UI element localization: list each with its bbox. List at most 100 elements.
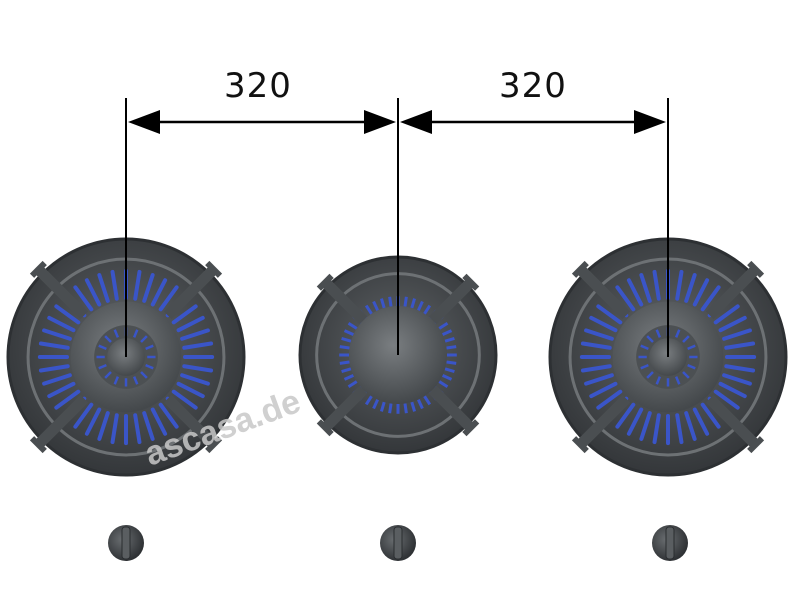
pan-support-arm: [321, 278, 368, 325]
pan-support-arm: [163, 265, 218, 320]
flame: [700, 285, 721, 312]
pan-support-arm: [576, 265, 631, 320]
flame: [339, 360, 350, 365]
flame: [171, 389, 198, 410]
flame: [687, 363, 696, 370]
flame: [388, 403, 393, 414]
flame: [722, 328, 752, 341]
flame: [713, 304, 740, 325]
flame: [722, 373, 752, 386]
flame: [718, 381, 747, 399]
flame: [180, 373, 210, 386]
control-knob-2[interactable]: [380, 525, 416, 561]
pan-support-foot: [205, 436, 223, 454]
knob-grip: [393, 526, 403, 560]
flame: [403, 296, 408, 307]
flame: [640, 363, 649, 370]
flame: [176, 381, 205, 399]
flame: [54, 389, 81, 410]
flame: [38, 341, 70, 350]
flame: [372, 398, 380, 410]
flame: [596, 304, 623, 325]
flame: [341, 336, 352, 343]
pan-support-foot: [462, 419, 480, 437]
pan-support-foot: [747, 260, 765, 278]
flame: [724, 341, 756, 350]
pan-support-foot: [571, 260, 589, 278]
flame: [674, 329, 681, 338]
flame: [132, 376, 139, 385]
flame: [133, 269, 142, 301]
flame: [580, 341, 612, 350]
flame: [713, 389, 740, 410]
pan-support-arm: [705, 394, 760, 449]
pan-support-arm: [428, 385, 475, 432]
pan-support-arm: [34, 394, 89, 449]
flame: [84, 278, 102, 307]
flame: [339, 345, 350, 350]
flame: [42, 328, 72, 341]
arrowhead: [400, 110, 432, 134]
flame: [182, 341, 214, 350]
flame: [423, 395, 432, 406]
flame: [441, 329, 453, 337]
burner-left: [6, 237, 246, 477]
flame: [615, 285, 636, 312]
flame: [98, 363, 107, 370]
pan-support-arm: [163, 394, 218, 449]
flame: [145, 363, 154, 370]
flame: [341, 367, 352, 374]
pan-support-foot: [747, 436, 765, 454]
flame: [73, 402, 94, 429]
pan-support-arm: [321, 385, 368, 432]
flame: [615, 402, 636, 429]
knob-grip: [665, 526, 675, 560]
control-knob-3[interactable]: [652, 525, 688, 561]
flame: [388, 296, 393, 307]
flame: [652, 413, 661, 445]
flame: [580, 364, 612, 373]
flame: [410, 401, 417, 412]
flame: [444, 336, 455, 343]
flame: [379, 401, 386, 412]
flame: [692, 278, 710, 307]
pan-support-foot: [316, 273, 334, 291]
flame: [364, 395, 373, 406]
flame: [684, 273, 697, 303]
flame: [646, 335, 654, 343]
pan-support-foot: [205, 260, 223, 278]
pan-support-foot: [316, 419, 334, 437]
flame: [84, 407, 102, 436]
flame: [73, 285, 94, 312]
flame: [692, 407, 710, 436]
flame: [640, 344, 649, 351]
flame: [584, 373, 614, 386]
flame: [182, 364, 214, 373]
flame: [158, 285, 179, 312]
flame: [646, 371, 654, 379]
pan-support-arm: [428, 278, 475, 325]
flame: [700, 402, 721, 429]
flame: [47, 381, 76, 399]
flame: [379, 298, 386, 309]
knob-grip: [121, 526, 131, 560]
flame: [674, 376, 681, 385]
flame: [104, 371, 112, 379]
flame: [441, 373, 453, 381]
flame: [438, 321, 449, 330]
flame: [655, 329, 662, 338]
flame: [132, 329, 139, 338]
flame: [133, 413, 142, 445]
flame: [150, 407, 168, 436]
flame: [176, 315, 205, 333]
arrowhead: [364, 110, 396, 134]
pan-support-foot: [571, 436, 589, 454]
flame: [110, 269, 119, 301]
flame: [158, 402, 179, 429]
flame: [724, 364, 756, 373]
control-knob-1[interactable]: [108, 525, 144, 561]
flame: [47, 315, 76, 333]
pan-support-foot: [462, 273, 480, 291]
flame: [652, 269, 661, 301]
flame: [104, 335, 112, 343]
